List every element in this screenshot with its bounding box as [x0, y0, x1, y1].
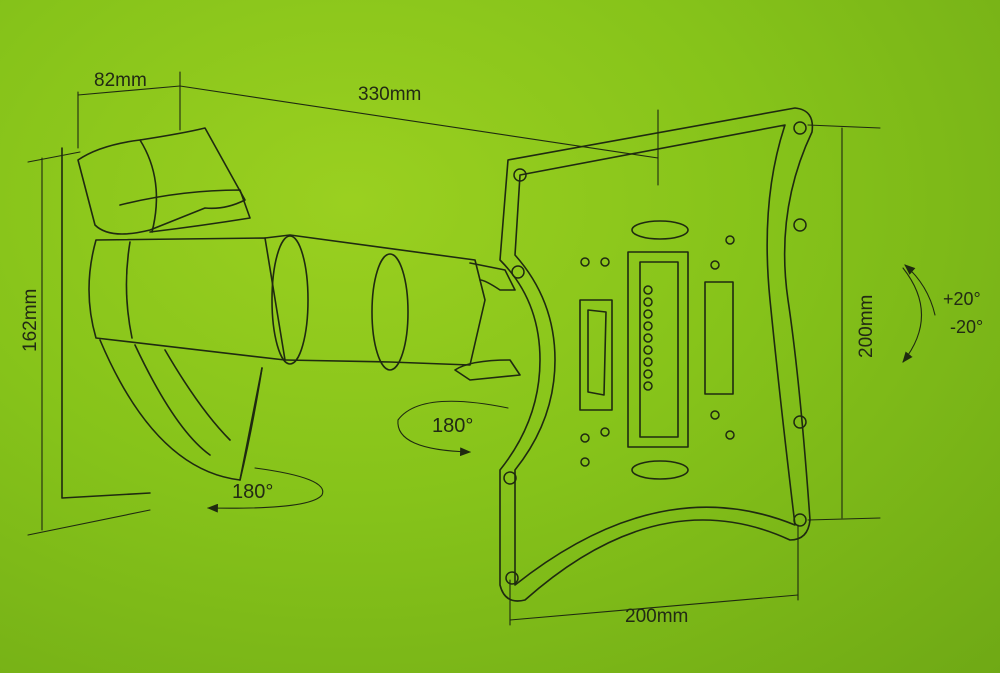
tilt-bracket-frame	[627, 251, 689, 448]
tilt-adjust-holes	[643, 285, 653, 391]
dim-200v-ext-top	[807, 124, 881, 129]
arm-tube-second-joint	[371, 253, 409, 371]
rotation-arrows	[206, 264, 936, 513]
label-vesa-horizontal: 200mm	[625, 606, 688, 627]
label-wall-plate-height: 162mm	[20, 289, 41, 352]
mounting-holes	[503, 121, 807, 585]
swivel-wall-arrow	[206, 467, 324, 513]
wall-bracket	[61, 127, 286, 499]
lower-hinge-curve1	[134, 344, 211, 456]
arm-tube-outer	[264, 234, 486, 366]
label-arm-depth: 82mm	[94, 70, 147, 91]
label-vesa-vertical: 200mm	[856, 295, 877, 358]
tilt-arrow-up	[904, 264, 936, 316]
lower-hinge-side	[239, 367, 263, 481]
dim-162-ext-bottom	[27, 509, 151, 536]
top-oval-slot	[631, 220, 689, 240]
wall-edge	[61, 147, 151, 499]
arm-pivot-top	[469, 262, 516, 291]
wall-arm-edge	[125, 241, 133, 339]
plate-inner-edge	[514, 124, 796, 586]
side-slot	[704, 281, 734, 395]
arm-pivot-bottom	[454, 359, 521, 381]
tilt-arrow-down	[902, 267, 922, 363]
label-tilt-down: -20°	[950, 317, 983, 337]
dim-200v-ext-bottom	[807, 517, 881, 521]
label-swivel-wall: 180°	[232, 481, 273, 503]
dim-330-line	[179, 85, 659, 159]
wall-arm-block	[88, 237, 286, 361]
dimension-lines	[27, 71, 881, 626]
label-tilt-up: +20°	[943, 289, 981, 309]
hinge-block-inner	[587, 309, 607, 396]
labels: 82mm 330mm 162mm 200mm 200mm +20° -20° 1…	[20, 70, 983, 627]
tilt-bracket-inner	[639, 261, 679, 438]
label-arm-length: 330mm	[358, 84, 421, 105]
vesa-plate	[499, 107, 814, 602]
dim-162-ext-top	[27, 151, 81, 163]
lower-hinge	[99, 339, 263, 481]
upper-hinge	[77, 127, 246, 235]
dim-82-line	[77, 85, 181, 96]
label-swivel-plate: 180°	[432, 415, 473, 437]
bottom-oval-slot	[631, 460, 689, 480]
swivel-plate-arrow	[397, 400, 509, 457]
hinge-block	[579, 299, 613, 411]
lower-hinge-curve2	[164, 349, 231, 441]
dim-200h-line	[509, 594, 799, 621]
arm-tube-joint	[271, 235, 309, 365]
upper-hinge-seam	[139, 139, 158, 233]
extension-arm	[264, 234, 521, 381]
upper-hinge-rim	[119, 189, 251, 233]
plate-outline	[499, 107, 814, 602]
